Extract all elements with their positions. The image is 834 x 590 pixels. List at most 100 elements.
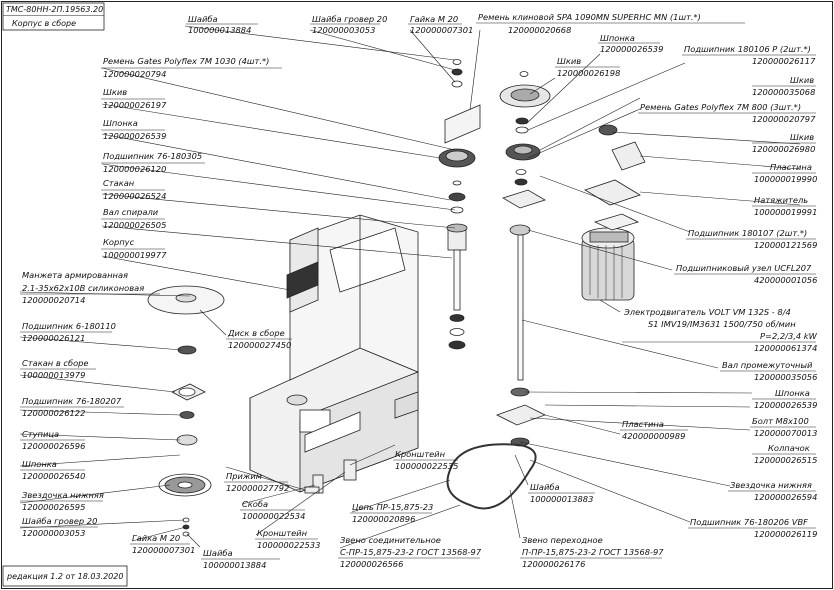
callout-c11-code: 100000019990 [754,174,817,184]
callout-c47-name: Шкив [103,87,127,97]
drawing-number: ТМС-80НН-2П.19563.20 [6,5,103,14]
callout-c37-name: Подшипник 76-180207 [22,396,122,406]
callout-c22-code: 420000000989 [622,431,685,441]
callout-c10-code: 120000026980 [752,144,815,154]
callout-c30-name: Прижим [226,471,262,481]
callout-c20-code: 120000026594 [754,492,817,502]
callout-c27-name: Кронштейн [395,449,446,459]
callout-c02-name: Шайба гровер 20 [312,14,387,24]
plate-upper [584,179,641,206]
callout-c34-name: Звездочка нижняя [22,490,104,500]
callout-c14-code: 420000001056 [754,275,817,285]
callout-c31-name: Шайба [203,548,233,558]
callout-c23-code: 100000013883 [530,494,593,504]
callout-c36-name: Ступица [22,429,59,439]
callout-c15-name2: S1 IMV19/IM3631 1500/750 об/мин [648,319,796,329]
callout-c42-name: Корпус [103,237,135,247]
motor-pulley-stack [495,71,551,447]
callout-c18-code: 120000070013 [754,428,817,438]
callout-c16-name: Вал промежуточный [722,360,813,370]
callout-c09-code: 120000020797 [752,114,816,124]
callout-c01-code: 100000013884 [188,25,251,35]
callout-c25-name2: С-ПР-15,875-23-2 ГОСТ 13568-97 [340,547,482,557]
callout-c35-code: 120000026540 [22,471,85,481]
callout-c25-name: Звено соединительное [340,535,441,545]
callout-c04-code: 120000020668 [508,25,571,35]
callout-c17-name: Шпонка [775,388,810,398]
callout-c16-code: 120000035056 [754,372,817,382]
callout-c07-name: Подшипник 180106 Р (2шт.*) [684,44,811,54]
callout-c07-code: 120000026117 [752,56,816,66]
left-disk-assembly [147,285,225,537]
housing-body [249,214,419,493]
callout-c17-code: 120000026539 [754,400,817,410]
callout-c25-code: 120000026566 [340,559,403,569]
callout-c45-name: Подшипник 76-180305 [103,151,202,161]
callout-c28-code: 100000022533 [257,540,320,550]
callout-c48-code: 120000020794 [103,69,166,79]
callout-c18-name: Болт М8х100 [752,416,809,426]
callout-c24-name: Звено переходное [522,535,603,545]
callout-c20-name: Звездочка нижняя [730,480,812,490]
callout-c29-name: Скоба [242,499,268,509]
drawing-title: Корпус в сборе [12,19,76,28]
callout-c15-code: 120000061374 [754,343,817,353]
callout-c09-name: Ремень Gates Polyflex 7M 800 (3шт.*) [640,102,801,112]
callout-c44-code: 120000026524 [103,191,166,201]
callout-c26-name: Цепь ПР-15,875-23 [352,502,433,512]
callout-c04-name: Ремень клиновой SPA 1090MN SUPERHC MN (1… [478,12,701,22]
callout-c34-code: 120000026595 [22,502,85,512]
callout-c46-code: 120000026539 [103,131,166,141]
bracket-small [343,459,357,481]
callout-labels: Шайба 100000013884 Шайба гровер 20 12000… [20,12,818,570]
callout-c40-code: 120000020714 [22,295,85,305]
callout-c41-code: 120000027450 [228,340,291,350]
callout-c30-code: 120000027792 [226,483,289,493]
callout-c02-code: 120000003053 [312,25,375,35]
revision-box: редакция 1.2 от 18.03.2020 [2,565,128,587]
revision-text: редакция 1.2 от 18.03.2020 [6,572,123,581]
callout-c24-code: 120000026176 [522,559,585,569]
callout-c33-name: Шайба гровер 20 [22,516,97,526]
spiral-shaft-stack [438,59,481,350]
callout-c12-name: Натяжитель [754,195,808,205]
callout-c05-code: 120000026539 [600,44,663,54]
callout-c43-name: Вал спирали [103,207,159,217]
callout-c28-name: Кронштейн [257,528,308,538]
callout-c22-name: Пластина [622,419,664,429]
callout-c40-name2: 2.1-35х62х10В силиконовая [22,283,144,293]
callout-c21-code: 120000026119 [754,529,817,539]
callout-c40-name: Манжета армированная [22,270,128,280]
callout-c35-name: Шпонка [22,459,57,469]
callout-c03-code: 120000007301 [410,25,473,35]
callout-c37-code: 120000026122 [22,408,85,418]
callout-c43-code: 120000026505 [103,220,166,230]
chain [446,443,537,510]
callout-c15-name3: P=2,2/3,4 kW [760,331,818,341]
callout-c27-code: 100000022535 [395,461,458,471]
callout-c12-code: 100000019991 [754,207,817,217]
callout-c38-code: 100000013979 [22,370,85,380]
callout-c14-name: Подшипниковый узел UCFL207 [676,263,812,273]
callout-c32-code: 120000007301 [132,545,195,555]
callout-c19-name: Колпачок [768,443,810,453]
callout-c46-name: Шпонка [103,118,138,128]
callout-c10-name: Шкив [790,132,814,142]
callout-c21-name: Подшипник 76-180206 VBF [690,517,808,527]
callout-c26-code: 120000020896 [352,514,415,524]
callout-c42-code: 100000019977 [103,250,167,260]
callout-c06-code: 120000026198 [557,68,620,78]
callout-c31-code: 100000013884 [203,560,266,570]
tensioner-bracket [611,141,646,171]
callout-c44-name: Стакан [103,178,135,188]
callout-c45-code: 120000026120 [103,164,166,174]
title-block: ТМС-80НН-2П.19563.20 Корпус в сборе [2,2,105,31]
callout-c47-code: 120000026197 [103,100,167,110]
callout-c36-code: 120000026596 [22,441,85,451]
leader-lines [19,25,801,549]
callout-c29-code: 100000022534 [242,511,305,521]
callout-c03-name: Гайка М 20 [410,14,458,24]
parts-drawing [147,59,646,537]
